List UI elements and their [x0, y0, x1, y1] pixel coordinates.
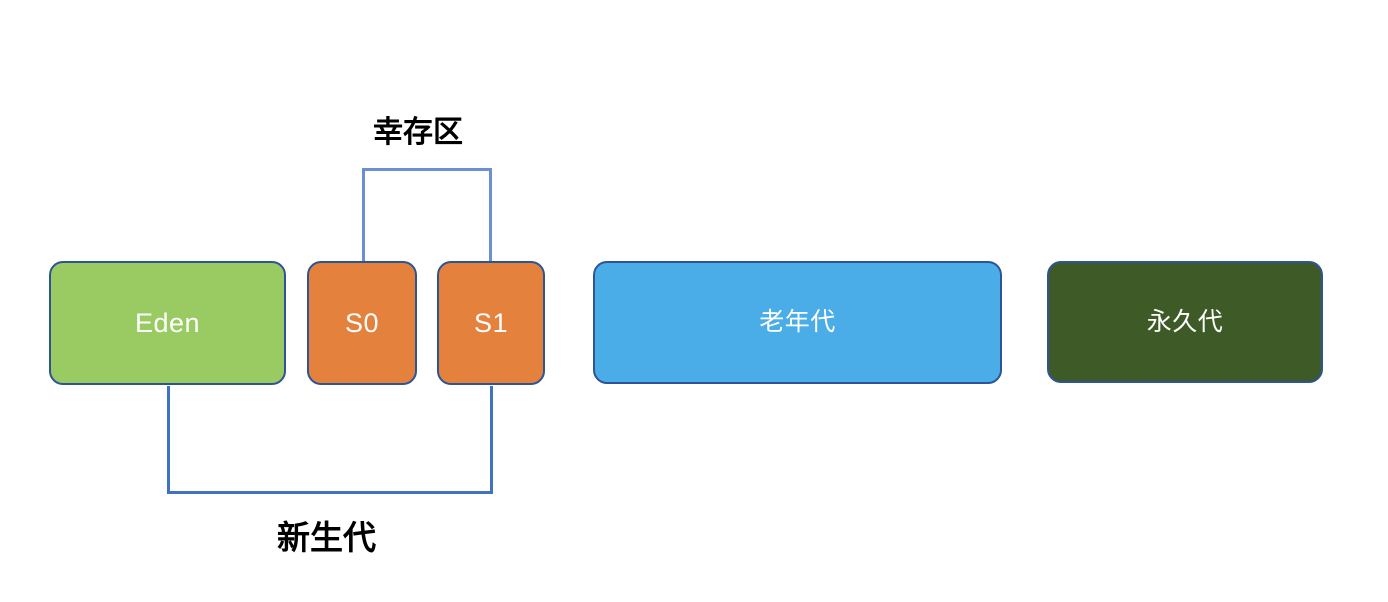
region-eden[interactable]: Eden	[49, 261, 286, 385]
region-s1[interactable]: S1	[437, 261, 545, 385]
young-generation-bracket	[167, 386, 493, 494]
region-s1-label: S1	[473, 307, 509, 338]
region-permanent-generation-label: 永久代	[1146, 307, 1224, 336]
young-generation-bracket-caption: 新生代	[277, 519, 376, 556]
region-old-generation-label: 老年代	[759, 308, 836, 336]
region-s0-label: S0	[344, 307, 380, 338]
region-old-generation[interactable]: 老年代	[593, 261, 1002, 384]
region-s0[interactable]: S0	[307, 261, 417, 385]
survivor-bracket-caption: 幸存区	[373, 116, 463, 149]
survivor-bracket	[362, 168, 492, 263]
region-eden-label: Eden	[134, 307, 201, 338]
region-permanent-generation[interactable]: 永久代	[1047, 261, 1323, 383]
